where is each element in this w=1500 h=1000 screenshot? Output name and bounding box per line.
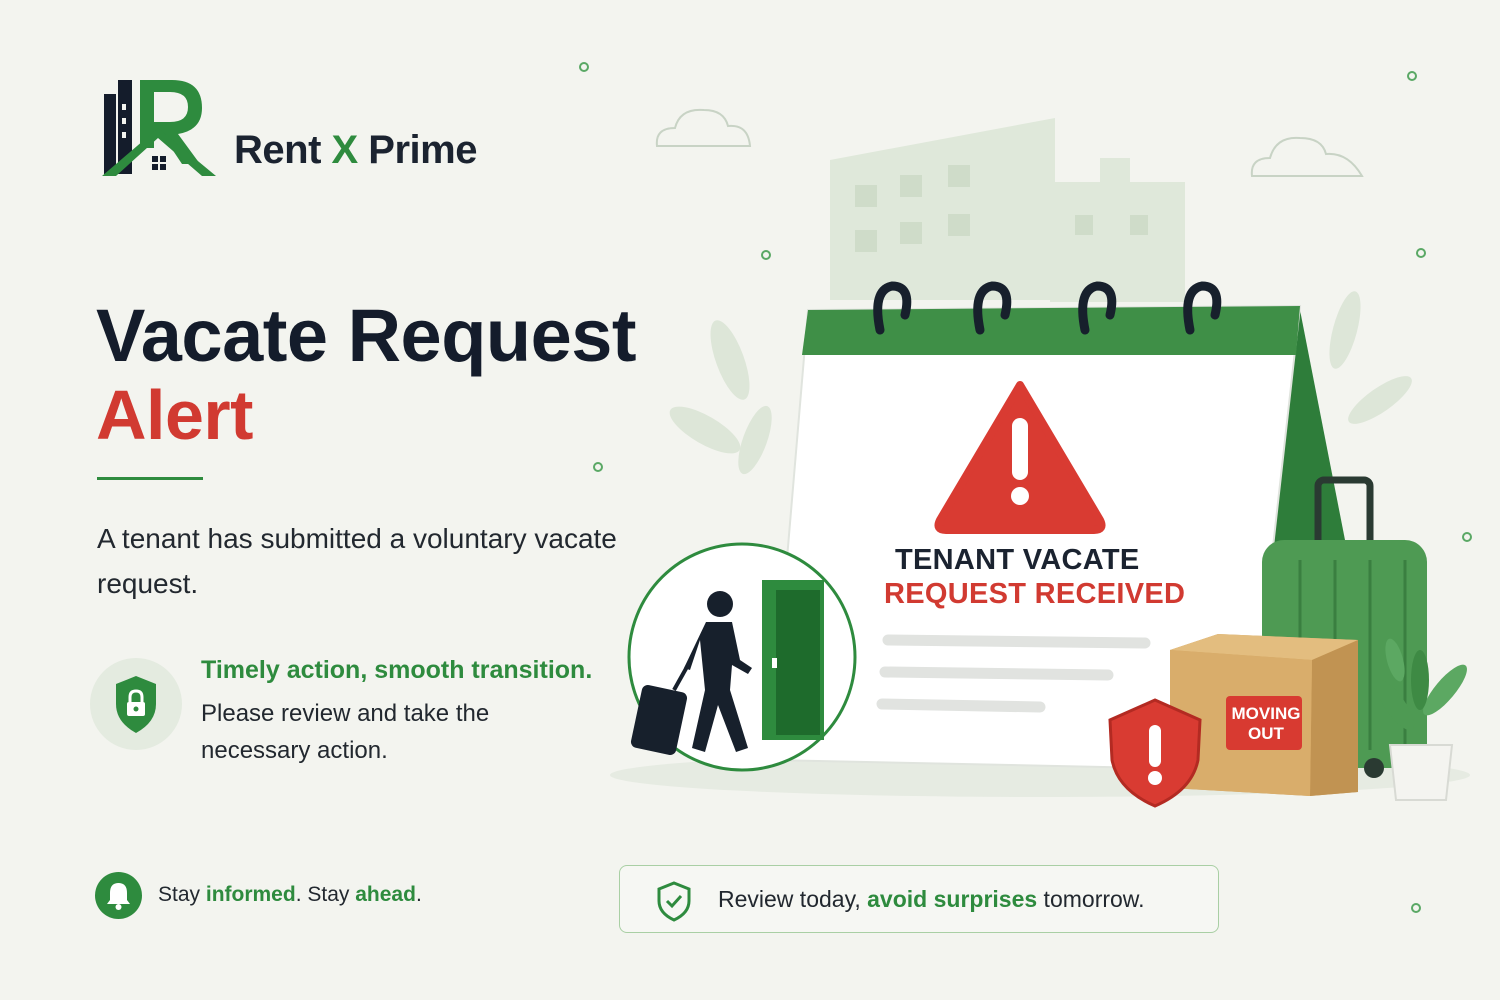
walking-person-icon [627,542,857,772]
stay-part2: . Stay [295,883,356,906]
lock-shield-badge [90,658,182,750]
brand-name-part2: Prime [357,128,477,172]
bell-icon [107,883,130,910]
plant-icon [1375,638,1467,801]
review-text: Review today, avoid surprises tomorrow. [718,886,1145,913]
box-label-line2: OUT [1248,724,1284,743]
brand-logo: Rent X Prime [96,72,496,192]
vacate-illustration [610,118,1470,808]
box-label-line1: MOVING [1231,704,1301,723]
check-shield-icon [657,881,691,922]
plant-icon [669,291,1412,475]
title-line1: Vacate Request [96,294,637,377]
notice-line1: TENANT VACATE [895,544,1140,576]
door-icon [762,580,824,740]
lock-shield-icon [116,676,156,733]
stay-part3: . [415,883,422,906]
review-part1: Review today, [718,886,868,912]
page-title: Vacate Request Alert [96,294,696,455]
stay-informed-text: Stay informed. Stay ahead. [158,883,422,907]
stay-highlight2: ahead [355,883,416,906]
calendar-icon [768,281,1302,772]
warning-triangle-icon [934,381,1106,534]
review-highlight: avoid surprises [867,886,1038,912]
timely-body: Please review and take the necessary act… [201,700,490,764]
timely-title: Timely action, smooth transition. [201,656,593,684]
moving-box [1170,634,1358,796]
brand-name-x: X [331,128,359,172]
description-text: A tenant has submitted a voluntary vacat… [97,523,617,599]
logo-icon [102,80,216,176]
brand-name: Rent X Prime [234,128,477,173]
title-underline [97,477,203,480]
stay-highlight1: informed [205,883,296,906]
notice-line2: REQUEST RECEIVED [884,578,1186,610]
stay-part1: Stay [158,883,206,906]
brand-name-part1: Rent [234,128,332,172]
review-part2: tomorrow. [1037,886,1145,912]
building-icon [830,118,1185,302]
review-reminder-box: Review today, avoid surprises tomorrow. [619,865,1219,933]
alert-shield-icon [1108,698,1202,808]
title-line2: Alert [96,376,253,454]
cloud-icon [655,108,1364,177]
bell-badge [95,872,142,919]
